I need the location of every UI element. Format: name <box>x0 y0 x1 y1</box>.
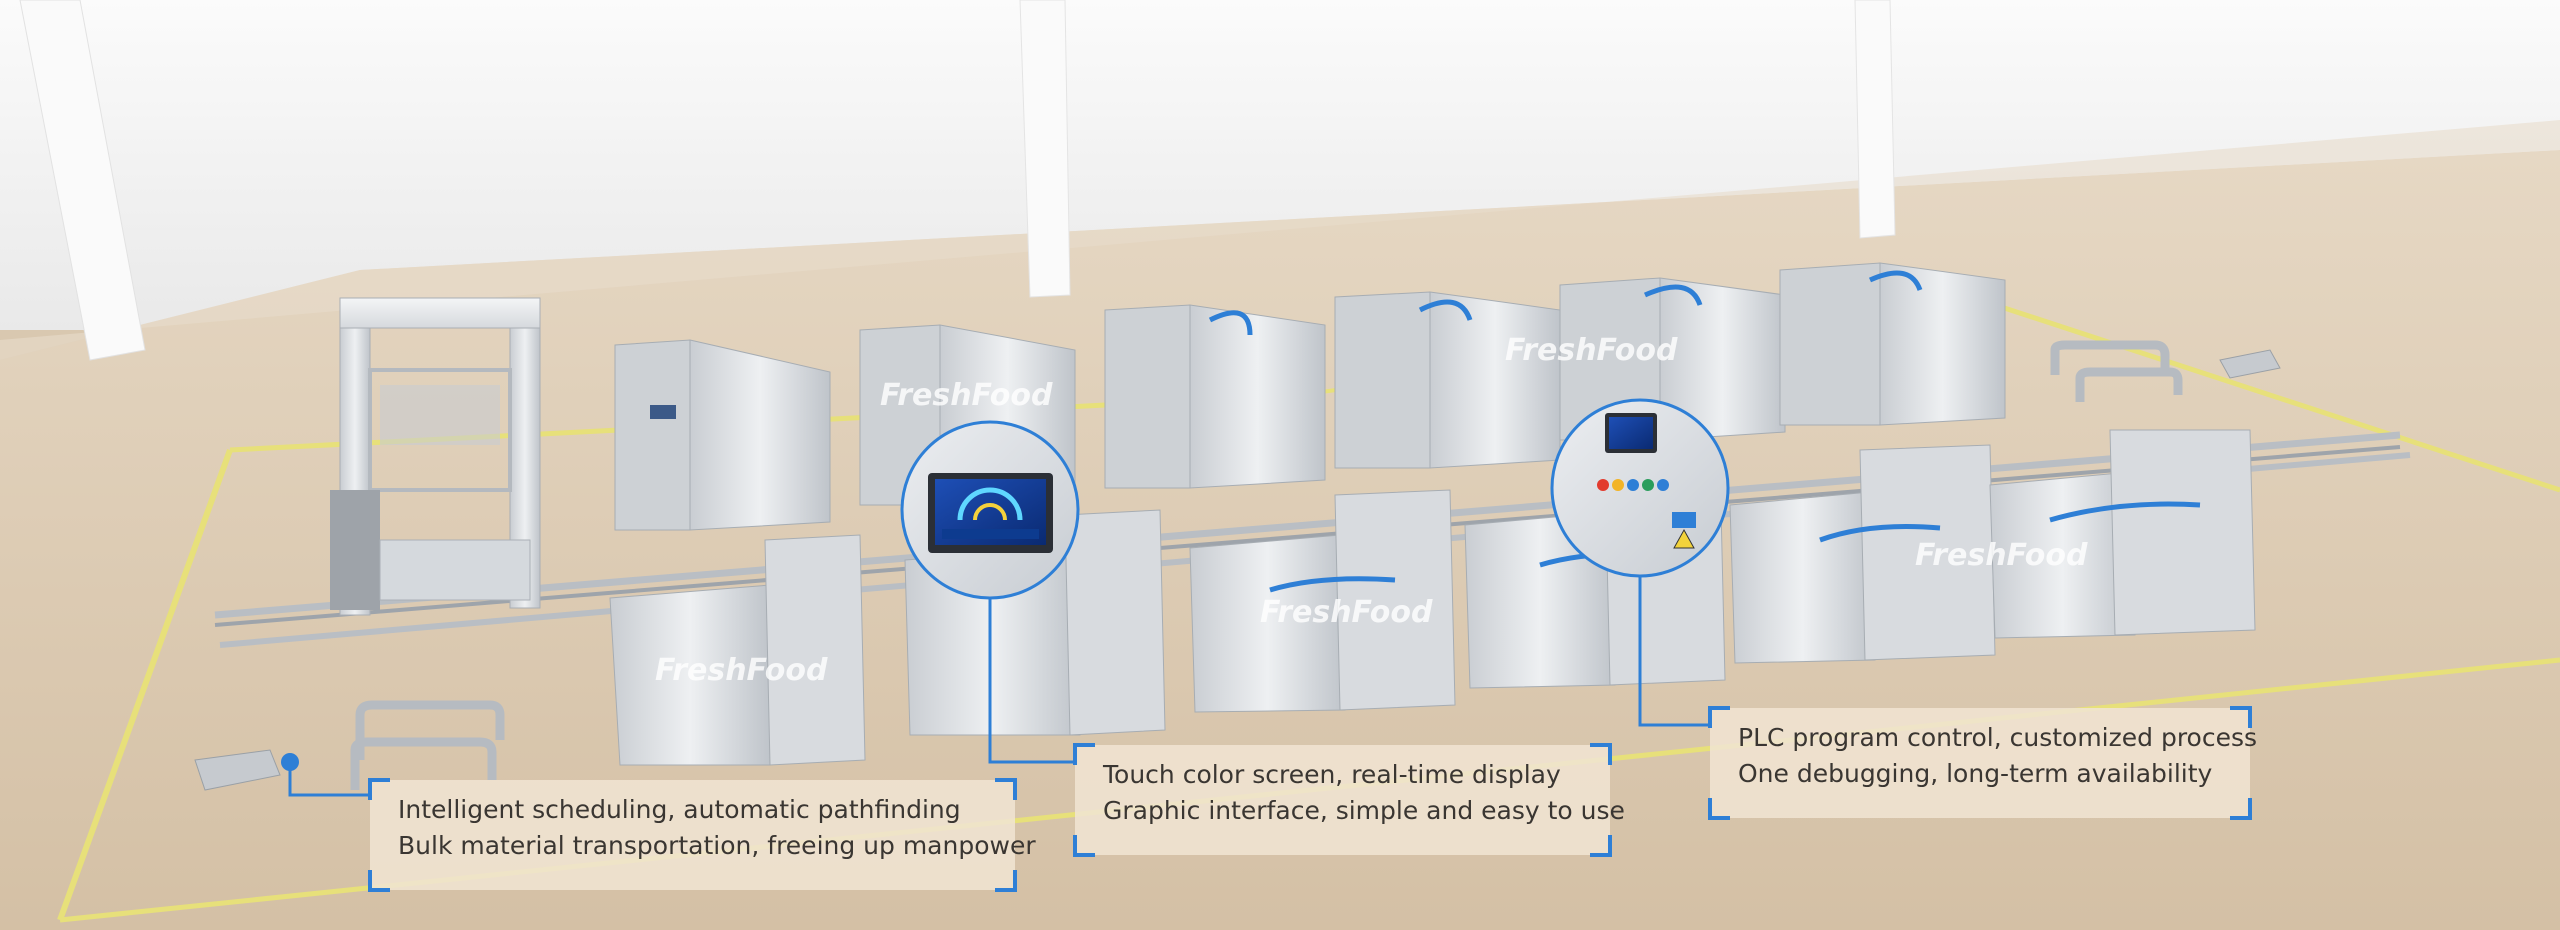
callout-plc-line2: One debugging, long-term availability <box>1738 759 2213 788</box>
control-panel-icon <box>1550 398 1730 578</box>
lift-tower <box>330 297 541 616</box>
back-row-machines <box>614 262 2006 531</box>
wall-pillars <box>19 0 1896 361</box>
callout-plc: PLC program control, customized process … <box>1708 706 2258 820</box>
callout-touch-line2: Graphic interface, simple and easy to us… <box>1103 796 1625 825</box>
floor-boundary-left <box>57 448 233 922</box>
tube-fittings <box>350 340 2183 790</box>
watermark-2: FreshFood <box>880 378 1053 413</box>
front-row-machines <box>609 429 2256 766</box>
callout-agv-line2: Bulk material transportation, freeing up… <box>398 831 1036 860</box>
callout-touch-line1: Touch color screen, real-time display <box>1103 760 1561 789</box>
watermark-4: FreshFood <box>1505 333 1678 368</box>
callout-touch-screen: Touch color screen, real-time display Gr… <box>1073 743 1625 857</box>
callout-connectors <box>288 560 1710 797</box>
callout-agv: Intelligent scheduling, automatic pathfi… <box>368 778 1036 892</box>
watermark-3: FreshFood <box>1260 595 1433 630</box>
touch-screen-icon <box>900 420 1080 600</box>
watermarks: FreshFood FreshFood FreshFood FreshFood … <box>655 333 2088 688</box>
callout-agv-line1: Intelligent scheduling, automatic pathfi… <box>398 795 961 824</box>
agv-robot-icon <box>194 349 2281 791</box>
watermark-1: FreshFood <box>655 653 828 688</box>
watermark-5: FreshFood <box>1915 538 2088 573</box>
callout-plc-line1: PLC program control, customized process <box>1738 723 2258 752</box>
